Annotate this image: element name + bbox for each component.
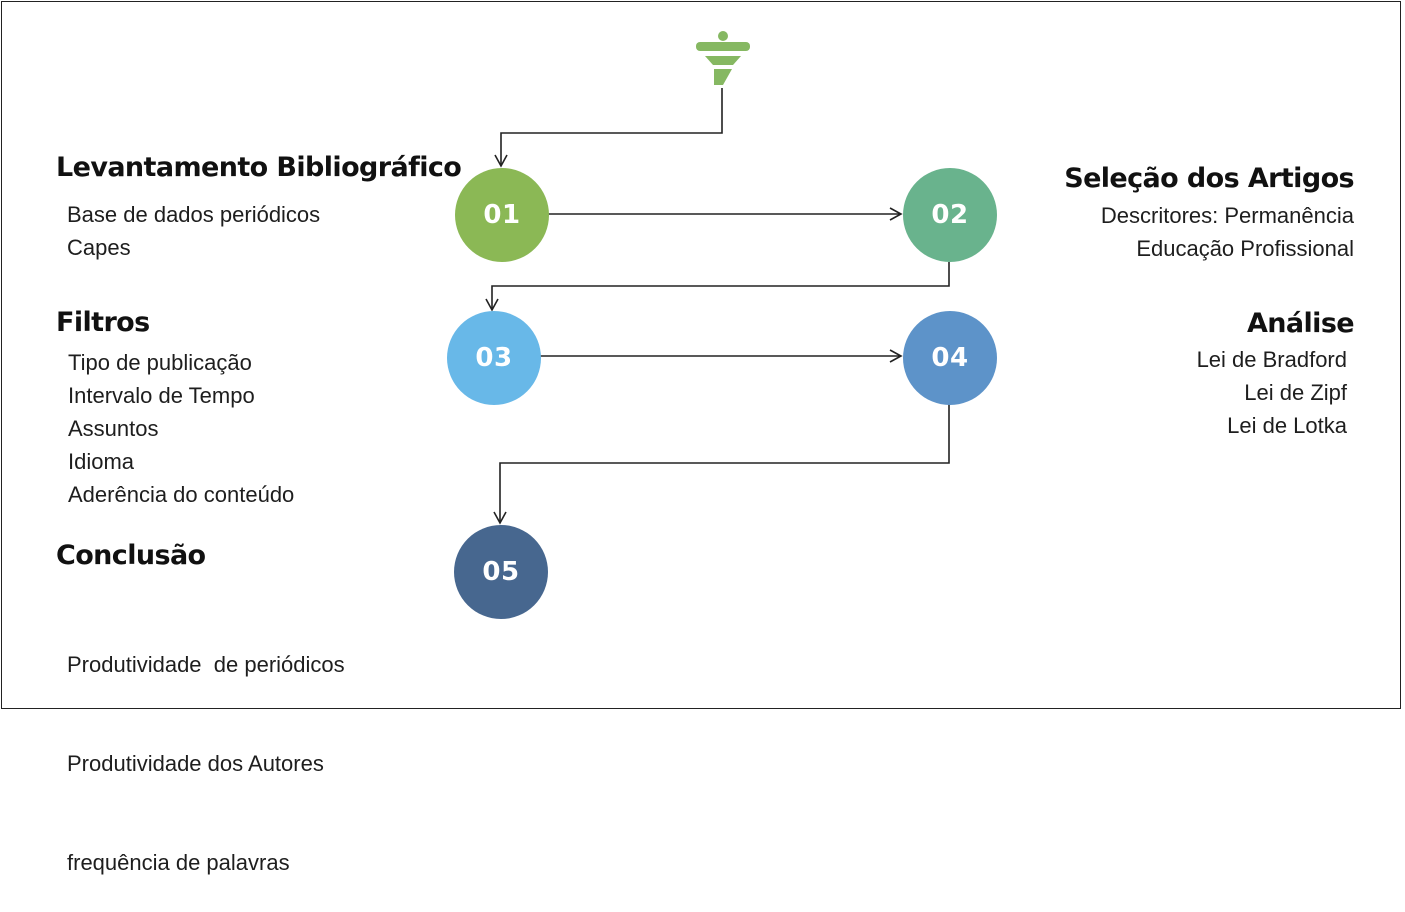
list-item: Tipo de publicação <box>68 350 252 375</box>
list-item: Base de dados periódicos <box>67 202 321 227</box>
list-item: Produtividade de periódicos <box>67 652 345 677</box>
section-title-conclusao: Conclusão <box>56 540 206 571</box>
step-circle-02: 02 <box>903 168 997 262</box>
step-circle-01: 01 <box>455 168 549 262</box>
list-item: Lei de Bradford <box>1196 347 1347 372</box>
step-number: 01 <box>483 200 521 230</box>
arrow-02-to-03 <box>485 262 950 312</box>
list-item: Intervalo de Tempo <box>68 383 255 408</box>
step-circle-03: 03 <box>447 311 541 405</box>
list-item: Lei de Zipf <box>1244 380 1347 405</box>
section-list-levantamento: Base de dados periódicos Capes <box>67 198 320 264</box>
section-list-selecao: Descritores: Permanência Educação Profis… <box>1101 199 1354 265</box>
section-title-filtros: Filtros <box>56 307 150 338</box>
arrow-funnel-to-01 <box>494 88 723 168</box>
section-list-conclusao: Produtividade de periódicos Produtividad… <box>67 582 345 912</box>
diagram-frame <box>1 1 1401 709</box>
step-number: 03 <box>475 343 513 373</box>
step-circle-04: 04 <box>903 311 997 405</box>
section-title-levantamento: Levantamento Bibliográfico <box>56 152 462 183</box>
list-item: Produtividade dos Autores <box>67 751 324 776</box>
flow-connectors <box>485 88 950 525</box>
section-title-selecao: Seleção dos Artigos <box>1064 163 1354 194</box>
list-item: frequência de palavras <box>67 850 290 875</box>
step-number: 05 <box>482 557 520 587</box>
step-circle-05: 05 <box>454 525 548 619</box>
step-number: 02 <box>931 200 969 230</box>
list-item: Aderência do conteúdo <box>68 482 295 507</box>
list-item: Educação Profissional <box>1136 236 1354 261</box>
list-item: Lei de Lotka <box>1227 413 1347 438</box>
section-title-analise: Análise <box>1246 308 1355 339</box>
list-item: Idioma <box>68 449 135 474</box>
list-item: Assuntos <box>68 416 159 441</box>
step-number: 04 <box>931 343 969 373</box>
funnel-filter-icon <box>696 31 750 85</box>
arrow-04-to-05 <box>493 404 950 525</box>
section-list-filtros: Tipo de publicação Intervalo de Tempo As… <box>68 346 294 511</box>
list-item: Capes <box>67 235 131 260</box>
list-item: Descritores: Permanência <box>1100 203 1354 228</box>
section-list-analise: Lei de Bradford Lei de Zipf Lei de Lotka <box>1197 343 1347 442</box>
